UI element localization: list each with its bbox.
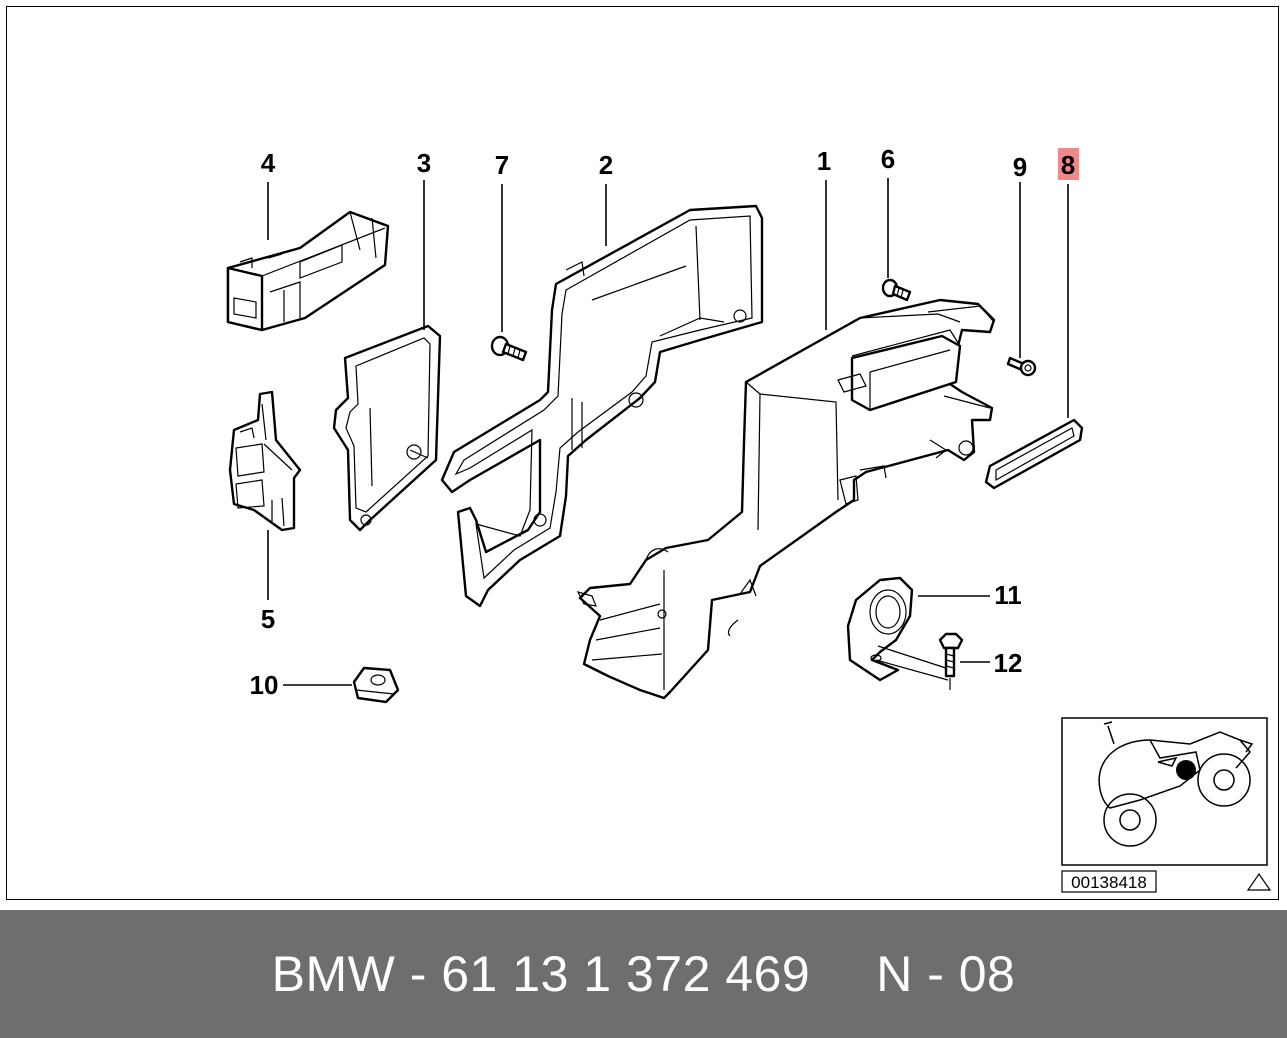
- callout-11: 11: [994, 580, 1022, 610]
- part-1-housing[interactable]: [576, 298, 996, 700]
- part-6-screw[interactable]: [881, 278, 912, 302]
- part-12-bolt[interactable]: [938, 632, 964, 690]
- part-8-seal-strip[interactable]: [984, 418, 1084, 490]
- callout-8: 8: [1061, 150, 1075, 180]
- part-3-cover[interactable]: [332, 324, 442, 532]
- model-code: N - 08: [876, 946, 1016, 1002]
- callout-10: 10: [250, 670, 279, 700]
- triangle-warning-icon: [1246, 872, 1272, 891]
- part-10-clip-nut[interactable]: [352, 666, 400, 704]
- callout-12: 12: [994, 648, 1023, 678]
- motorcycle-locator-thumbnail: [1061, 717, 1268, 866]
- callouts: 4 3 7 2 1 6 9 8 5 10 11 12: [250, 144, 1079, 700]
- callout-7: 7: [495, 150, 509, 180]
- motorcycle-icon: [1098, 721, 1254, 847]
- callout-3: 3: [417, 148, 431, 178]
- callout-6: 6: [881, 144, 895, 174]
- part-11-ring-bracket[interactable]: [846, 576, 953, 682]
- leader-lines: [267, 178, 1069, 686]
- callout-1: 1: [817, 146, 831, 176]
- callout-2: 2: [599, 150, 613, 180]
- part-number: BMW - 61 13 1 372 469: [271, 946, 811, 1002]
- part-5-bracket[interactable]: [228, 390, 302, 532]
- location-dot: [1176, 760, 1196, 780]
- callout-8-highlight: [1058, 148, 1079, 180]
- callout-9: 9: [1013, 152, 1027, 182]
- part-9-screw[interactable]: [1006, 356, 1037, 377]
- part-7-screw[interactable]: [490, 335, 528, 362]
- callout-5: 5: [261, 604, 275, 634]
- callout-4: 4: [261, 148, 276, 178]
- footer-bar: BMW - 61 13 1 372 469 N - 08: [0, 910, 1287, 1038]
- part-2-seal-frame[interactable]: [440, 204, 764, 608]
- parts-diagram: 4 3 7 2 1 6 9 8 5 10 11 12 00138: [226, 144, 1272, 893]
- part-4-relay-holder[interactable]: [226, 210, 390, 332]
- reference-number-box: 00138418: [1061, 870, 1157, 893]
- reference-number: 00138418: [1071, 873, 1147, 892]
